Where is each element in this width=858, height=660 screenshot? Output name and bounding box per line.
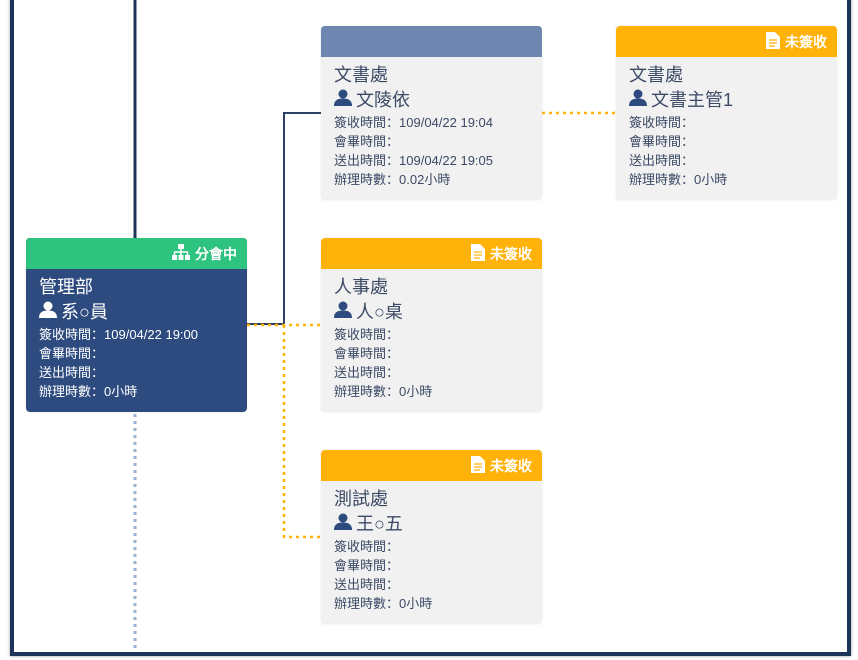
hours-value: 0小時: [399, 596, 433, 611]
send-row: 送出時間：: [334, 575, 529, 594]
hours-row: 辦理時數：0小時: [39, 382, 234, 401]
person-name: 王○五: [356, 514, 403, 534]
department-name: 文書處: [629, 65, 683, 85]
status-badge: 分會中: [195, 245, 237, 262]
user-icon: [334, 299, 352, 325]
sign-row: 簽收時間：109/04/22 19:00: [39, 325, 234, 344]
status-badge: 未簽收: [490, 245, 532, 262]
person-name: 人○桌: [356, 302, 403, 322]
status-header: 未簽收: [616, 26, 837, 57]
meeting-label: 會畢時間：: [334, 558, 400, 573]
node-card[interactable]: 未簽收 人事處 人○桌 簽收時間： 會畢時間： 送出時間： 辦理時數：0小時: [321, 238, 542, 412]
meeting-label: 會畢時間：: [334, 346, 400, 361]
person-name: 系○員: [61, 302, 108, 322]
node-card[interactable]: 分會中 管理部 系○員 簽收時間：109/04/22 19:00 會畢時間： 送出時…: [26, 238, 247, 412]
meeting-row: 會畢時間：: [334, 132, 529, 151]
user-icon: [334, 511, 352, 537]
department-name: 管理部: [39, 277, 93, 297]
connector-to-doc: [247, 112, 321, 325]
sign-label: 簽收時間：: [334, 115, 400, 130]
meeting-row: 會畢時間：: [334, 344, 529, 363]
send-label: 送出時間：: [39, 365, 105, 380]
meeting-row: 會畢時間：: [334, 556, 529, 575]
meeting-row: 會畢時間：: [39, 344, 234, 363]
send-row: 送出時間：: [39, 363, 234, 382]
sitemap-icon: [172, 244, 190, 263]
sign-row: 簽收時間：109/04/22 19:04: [334, 113, 529, 132]
status-badge: 未簽收: [785, 33, 827, 50]
send-row: 送出時間：: [334, 363, 529, 382]
status-header: 分會中: [26, 238, 247, 269]
sign-row: 簽收時間：: [334, 325, 529, 344]
hours-label: 辦理時數：: [39, 384, 105, 399]
connector-to-test: [282, 325, 321, 539]
document-icon: [471, 243, 485, 264]
sign-label: 簽收時間：: [334, 539, 400, 554]
hours-label: 辦理時數：: [334, 172, 400, 187]
hours-row: 辦理時數：0小時: [334, 382, 529, 401]
hours-label: 辦理時數：: [629, 172, 695, 187]
hours-label: 辦理時數：: [334, 384, 400, 399]
user-icon: [39, 299, 57, 325]
person-name: 文陵依: [356, 90, 410, 110]
hours-row: 辦理時數：0小時: [629, 170, 824, 189]
sign-label: 簽收時間：: [39, 327, 105, 342]
document-icon: [471, 455, 485, 476]
hours-value: 0小時: [104, 384, 138, 399]
send-label: 送出時間：: [334, 153, 400, 168]
status-header: 未簽收: [321, 450, 542, 481]
hours-row: 辦理時數：0小時: [334, 594, 529, 613]
send-row: 送出時間：109/04/22 19:05: [334, 151, 529, 170]
department-name: 文書處: [334, 65, 388, 85]
send-row: 送出時間：: [629, 151, 824, 170]
sign-row: 簽收時間：: [629, 113, 824, 132]
hours-value: 0小時: [399, 384, 433, 399]
flow-frame: [10, 0, 851, 656]
status-header: 未簽收: [321, 238, 542, 269]
send-label: 送出時間：: [334, 365, 400, 380]
node-card[interactable]: 未簽收 文書處 文書主管1 簽收時間： 會畢時間： 送出時間： 辦理時數：0小時: [616, 26, 837, 200]
hours-row: 辦理時數：0.02小時: [334, 170, 529, 189]
status-badge: 未簽收: [490, 457, 532, 474]
sign-value: 109/04/22 19:04: [399, 115, 493, 130]
send-value: 109/04/22 19:05: [399, 153, 493, 168]
person-name: 文書主管1: [651, 90, 734, 110]
sign-label: 簽收時間：: [334, 327, 400, 342]
meeting-row: 會畢時間：: [629, 132, 824, 151]
meeting-label: 會畢時間：: [39, 346, 105, 361]
user-icon: [629, 87, 647, 113]
hours-value: 0小時: [694, 172, 728, 187]
sign-row: 簽收時間：: [334, 537, 529, 556]
status-header: [321, 26, 542, 57]
meeting-label: 會畢時間：: [629, 134, 695, 149]
user-icon: [334, 87, 352, 113]
node-card[interactable]: 未簽收 測試處 王○五 簽收時間： 會畢時間： 送出時間： 辦理時數：0小時: [321, 450, 542, 624]
sign-value: 109/04/22 19:00: [104, 327, 198, 342]
hours-label: 辦理時數：: [334, 596, 400, 611]
sign-label: 簽收時間：: [629, 115, 695, 130]
hours-value: 0.02小時: [399, 172, 451, 187]
document-icon: [766, 31, 780, 52]
meeting-label: 會畢時間：: [334, 134, 400, 149]
send-label: 送出時間：: [629, 153, 695, 168]
send-label: 送出時間：: [334, 577, 400, 592]
department-name: 人事處: [334, 277, 388, 297]
department-name: 測試處: [334, 489, 388, 509]
